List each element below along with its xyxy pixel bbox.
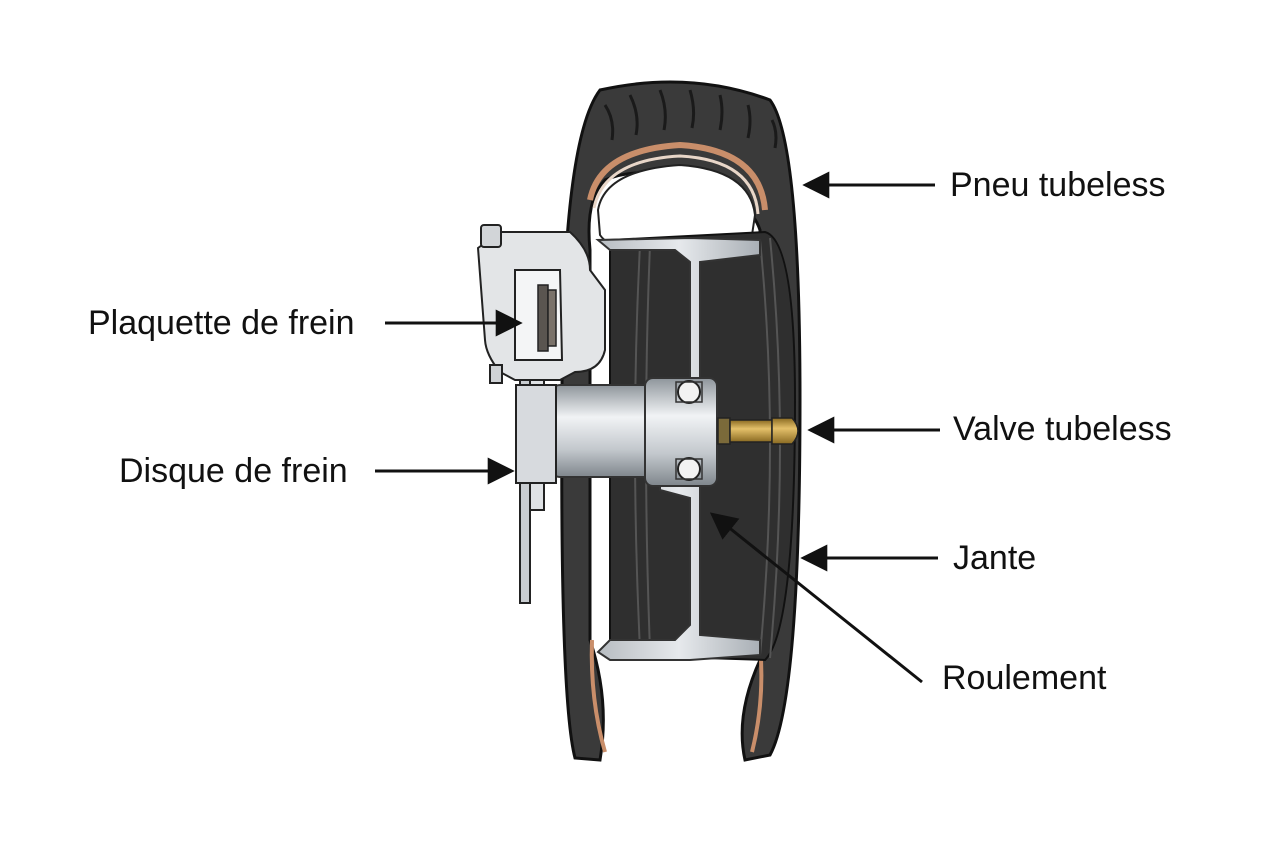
label-jante: Jante xyxy=(953,539,1037,577)
bearing xyxy=(675,380,703,481)
label-pneu-tubeless: Pneu tubeless xyxy=(950,166,1166,204)
brake-caliper xyxy=(476,224,606,384)
arrow-roulement xyxy=(709,512,923,684)
label-valve-tubeless: Valve tubeless xyxy=(953,410,1172,448)
label-roulement: Roulement xyxy=(942,659,1107,697)
label-plaquette-de-frein: Plaquette de frein xyxy=(88,304,355,342)
leader-lines xyxy=(375,171,940,684)
valve xyxy=(717,417,799,445)
label-disque-de-frein: Disque de frein xyxy=(119,452,348,490)
